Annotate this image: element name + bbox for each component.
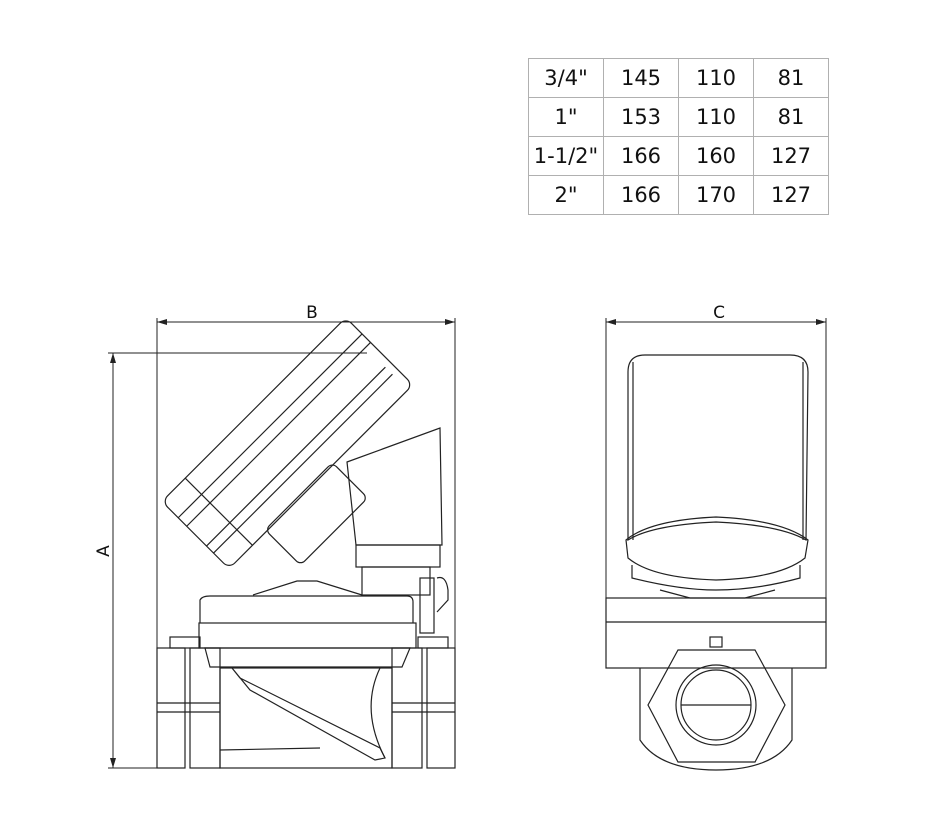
dimension-cell: 110: [678, 97, 754, 137]
side-view-dimensions: [108, 318, 456, 769]
valve-side-view: [156, 320, 456, 769]
dimension-label-a: A: [94, 545, 114, 557]
dimension-cell: 110: [678, 58, 754, 98]
dimension-label-c: C: [713, 303, 725, 323]
dimension-cell: 153: [603, 97, 679, 137]
valve-front-view: [605, 354, 827, 771]
size-cell: 2": [528, 175, 604, 215]
dimension-cell: 127: [753, 136, 829, 176]
dimension-cell: 166: [603, 136, 679, 176]
size-cell: 1-1/2": [528, 136, 604, 176]
dimension-cell: 145: [603, 58, 679, 98]
dimension-cell: 127: [753, 175, 829, 215]
dimension-cell: 166: [603, 175, 679, 215]
size-cell: 3/4": [528, 58, 604, 98]
dimension-label-b: B: [306, 303, 318, 323]
front-view-dimensions: [605, 318, 827, 668]
dimension-cell: 81: [753, 97, 829, 137]
dimension-cell: 170: [678, 175, 754, 215]
